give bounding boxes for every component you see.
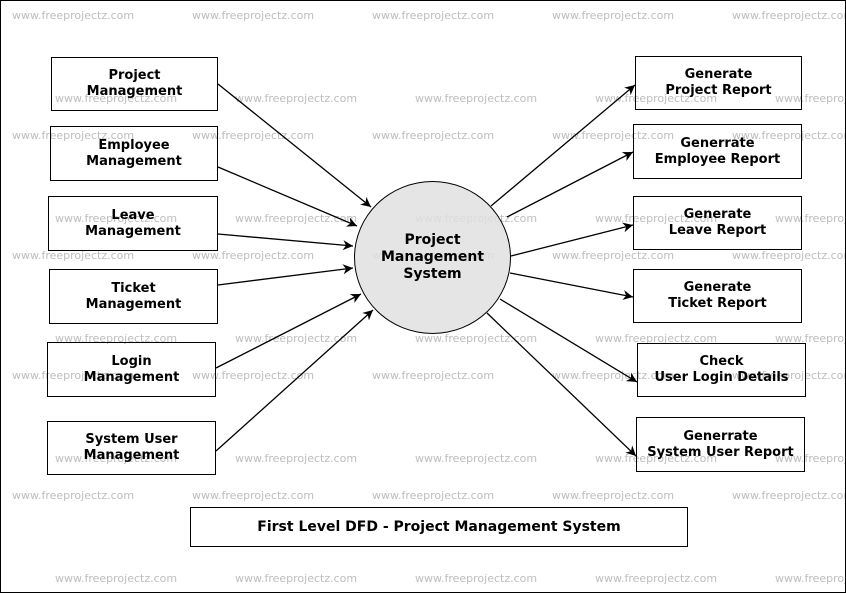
arrow-login-management-to-system: [215, 293, 362, 369]
arrow-ticket-management-to-system: [217, 264, 354, 286]
arrow-system-user-management-to-system: [215, 309, 374, 452]
arrow-system-to-generrate-employee-report: [506, 151, 634, 218]
arrow-project-management-to-system: [217, 83, 372, 208]
entity-system-user-management: System User Management: [47, 421, 216, 475]
arrow-leave-management-to-system: [217, 233, 354, 251]
entity-generate-project-report: Generate Project Report: [635, 56, 802, 110]
process-project-management-system: Project Management System: [354, 181, 511, 334]
entity-login-management: Login Management: [47, 342, 216, 397]
arrow-employee-management-to-system: [217, 166, 358, 227]
entity-generrate-employee-report: Generrate Employee Report: [633, 124, 802, 179]
diagram-caption: First Level DFD - Project Management Sys…: [190, 507, 688, 547]
arrow-system-to-check-user-login-details: [499, 298, 638, 383]
arrow-system-to-generate-ticket-report: [509, 272, 634, 300]
entity-project-management: Project Management: [51, 57, 218, 111]
arrow-system-to-generate-project-report: [490, 84, 636, 207]
arrow-system-to-generate-leave-report: [510, 222, 634, 257]
entity-generrate-system-user-report: Generrate System User Report: [636, 417, 805, 472]
entity-employee-management: Employee Management: [50, 126, 218, 181]
entity-generate-leave-report: Generate Leave Report: [633, 196, 802, 250]
entity-leave-management: Leave Management: [48, 196, 218, 251]
entity-generate-ticket-report: Generate Ticket Report: [633, 269, 802, 323]
entity-check-user-login-details: Check User Login Details: [637, 343, 806, 397]
arrow-system-to-generrate-system-user-report: [486, 312, 637, 457]
entity-ticket-management: Ticket Management: [49, 269, 218, 324]
